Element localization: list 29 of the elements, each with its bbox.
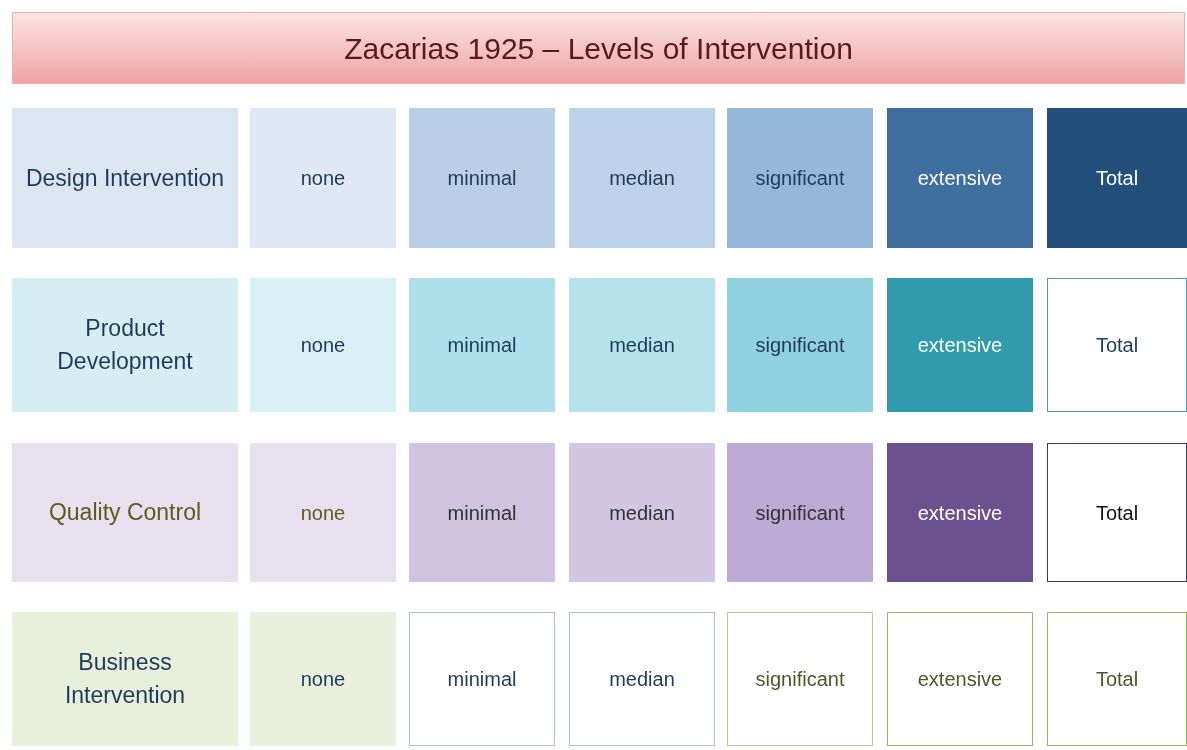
title-banner: Zacarias 1925 – Levels of Intervention <box>12 12 1185 84</box>
level-box: none <box>250 108 396 248</box>
level-box: minimal <box>409 278 555 412</box>
level-box: minimal <box>409 612 555 746</box>
level-box: none <box>250 612 396 746</box>
level-box: extensive <box>887 278 1033 412</box>
level-box: median <box>569 443 715 582</box>
level-box: median <box>569 108 715 248</box>
level-box: Total <box>1047 108 1187 248</box>
row-header-box: Product Development <box>12 278 238 412</box>
level-box: significant <box>727 278 873 412</box>
level-box: Total <box>1047 443 1187 582</box>
level-box: Total <box>1047 278 1187 412</box>
row-header-box: Quality Control <box>12 443 238 582</box>
level-box: significant <box>727 108 873 248</box>
level-box: extensive <box>887 443 1033 582</box>
level-box: significant <box>727 443 873 582</box>
row-header-box: Design Intervention <box>12 108 238 248</box>
level-box: none <box>250 443 396 582</box>
level-box: none <box>250 278 396 412</box>
level-box: minimal <box>409 443 555 582</box>
row-header-box: Business Intervention <box>12 612 238 746</box>
level-box: minimal <box>409 108 555 248</box>
level-box: Total <box>1047 612 1187 746</box>
level-box: significant <box>727 612 873 746</box>
level-box: median <box>569 612 715 746</box>
level-box: median <box>569 278 715 412</box>
level-box: extensive <box>887 108 1033 248</box>
level-box: extensive <box>887 612 1033 746</box>
